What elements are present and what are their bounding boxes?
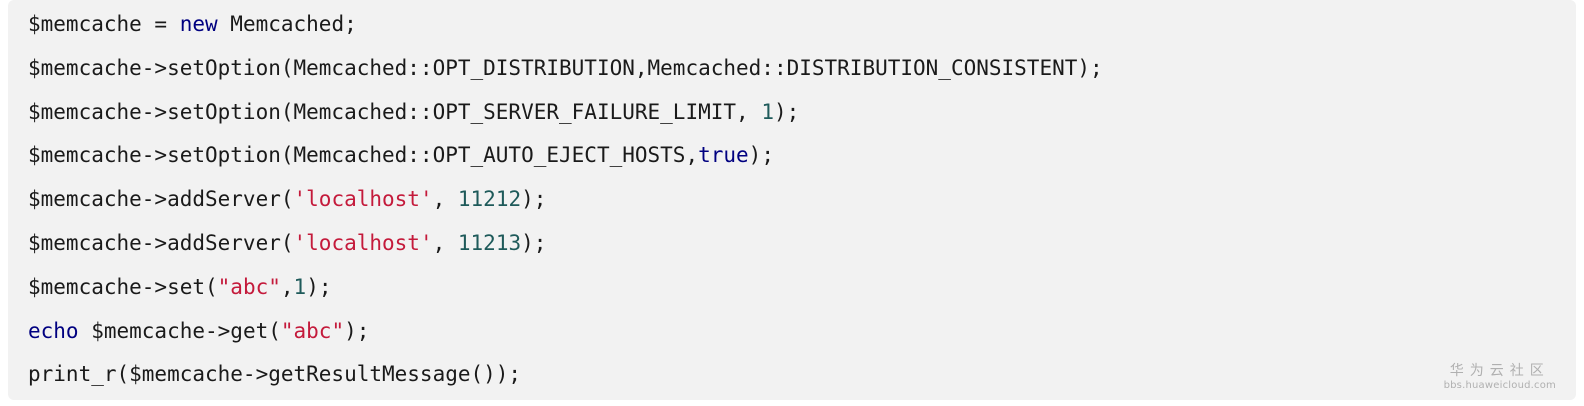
code-token-plain: ); — [344, 318, 370, 343]
code-token-plain: , — [432, 230, 458, 255]
code-token-plain: $memcache->set( — [28, 274, 218, 299]
code-token-plain: $memcache->setOption(Memcached::OPT_DIST… — [28, 55, 1103, 80]
code-token-plain: $memcache->setOption(Memcached::OPT_AUTO… — [28, 143, 699, 168]
code-token-string: "abc" — [217, 274, 281, 299]
code-block: $memcache = new Memcached; $memcache->set… — [8, 0, 1576, 400]
code-line: $memcache->setOption(Memcached::OPT_AUTO… — [28, 134, 1576, 178]
code-token-plain: , — [280, 274, 294, 299]
watermark-title: 华为云社区 — [1449, 363, 1550, 379]
code-token-plain: , — [432, 187, 458, 212]
code-line: $memcache = new Memcached; — [28, 3, 1576, 47]
code-token-plain: $memcache->get( — [78, 318, 281, 343]
code-token-plain: ); — [748, 143, 774, 168]
code-line: echo $memcache->get("abc"); — [28, 310, 1576, 354]
code-token-plain: ); — [521, 230, 547, 255]
code-token-number: 11213 — [457, 230, 522, 255]
code-token-keyword: new — [179, 12, 218, 36]
code-token-string: 'localhost' — [293, 230, 433, 255]
code-token-plain: $memcache->setOption(Memcached::OPT_SERV… — [28, 99, 762, 124]
code-token-number: 1 — [761, 99, 774, 124]
code-line: $memcache->addServer('localhost', 11213)… — [28, 222, 1576, 266]
code-line: $memcache->addServer('localhost', 11212)… — [28, 178, 1576, 222]
code-token-keyword: true — [698, 143, 749, 168]
code-token-plain: $memcache = — [28, 12, 180, 36]
code-token-plain: Memcached; — [217, 12, 357, 36]
code-token-number: 1 — [293, 274, 307, 299]
code-line: $memcache->setOption(Memcached::OPT_SERV… — [28, 91, 1576, 135]
code-token-plain: ); — [521, 187, 547, 212]
code-token-plain: print_r($memcache->getResultMessage()); — [28, 362, 522, 387]
code-line: print_r($memcache->getResultMessage()); — [28, 353, 1576, 397]
code-line: $memcache->setOption(Memcached::OPT_DIST… — [28, 47, 1576, 91]
code-token-plain: ); — [773, 99, 800, 124]
code-token-string: 'localhost' — [293, 187, 433, 212]
code-token-keyword: echo — [28, 318, 79, 343]
code-token-string: "abc" — [280, 318, 345, 343]
code-token-plain: $memcache->addServer( — [28, 187, 294, 212]
watermark: 华为云社区 bbs.huaweicloud.com — [1444, 362, 1556, 392]
code-token-number: 11212 — [457, 187, 522, 212]
code-token-plain: $memcache->addServer( — [28, 230, 294, 255]
code-lines: $memcache = new Memcached; $memcache->set… — [28, 3, 1576, 397]
code-line: $memcache->set("abc",1); — [28, 266, 1576, 310]
code-token-plain: ); — [306, 274, 332, 299]
watermark-url: bbs.huaweicloud.com — [1443, 380, 1556, 391]
